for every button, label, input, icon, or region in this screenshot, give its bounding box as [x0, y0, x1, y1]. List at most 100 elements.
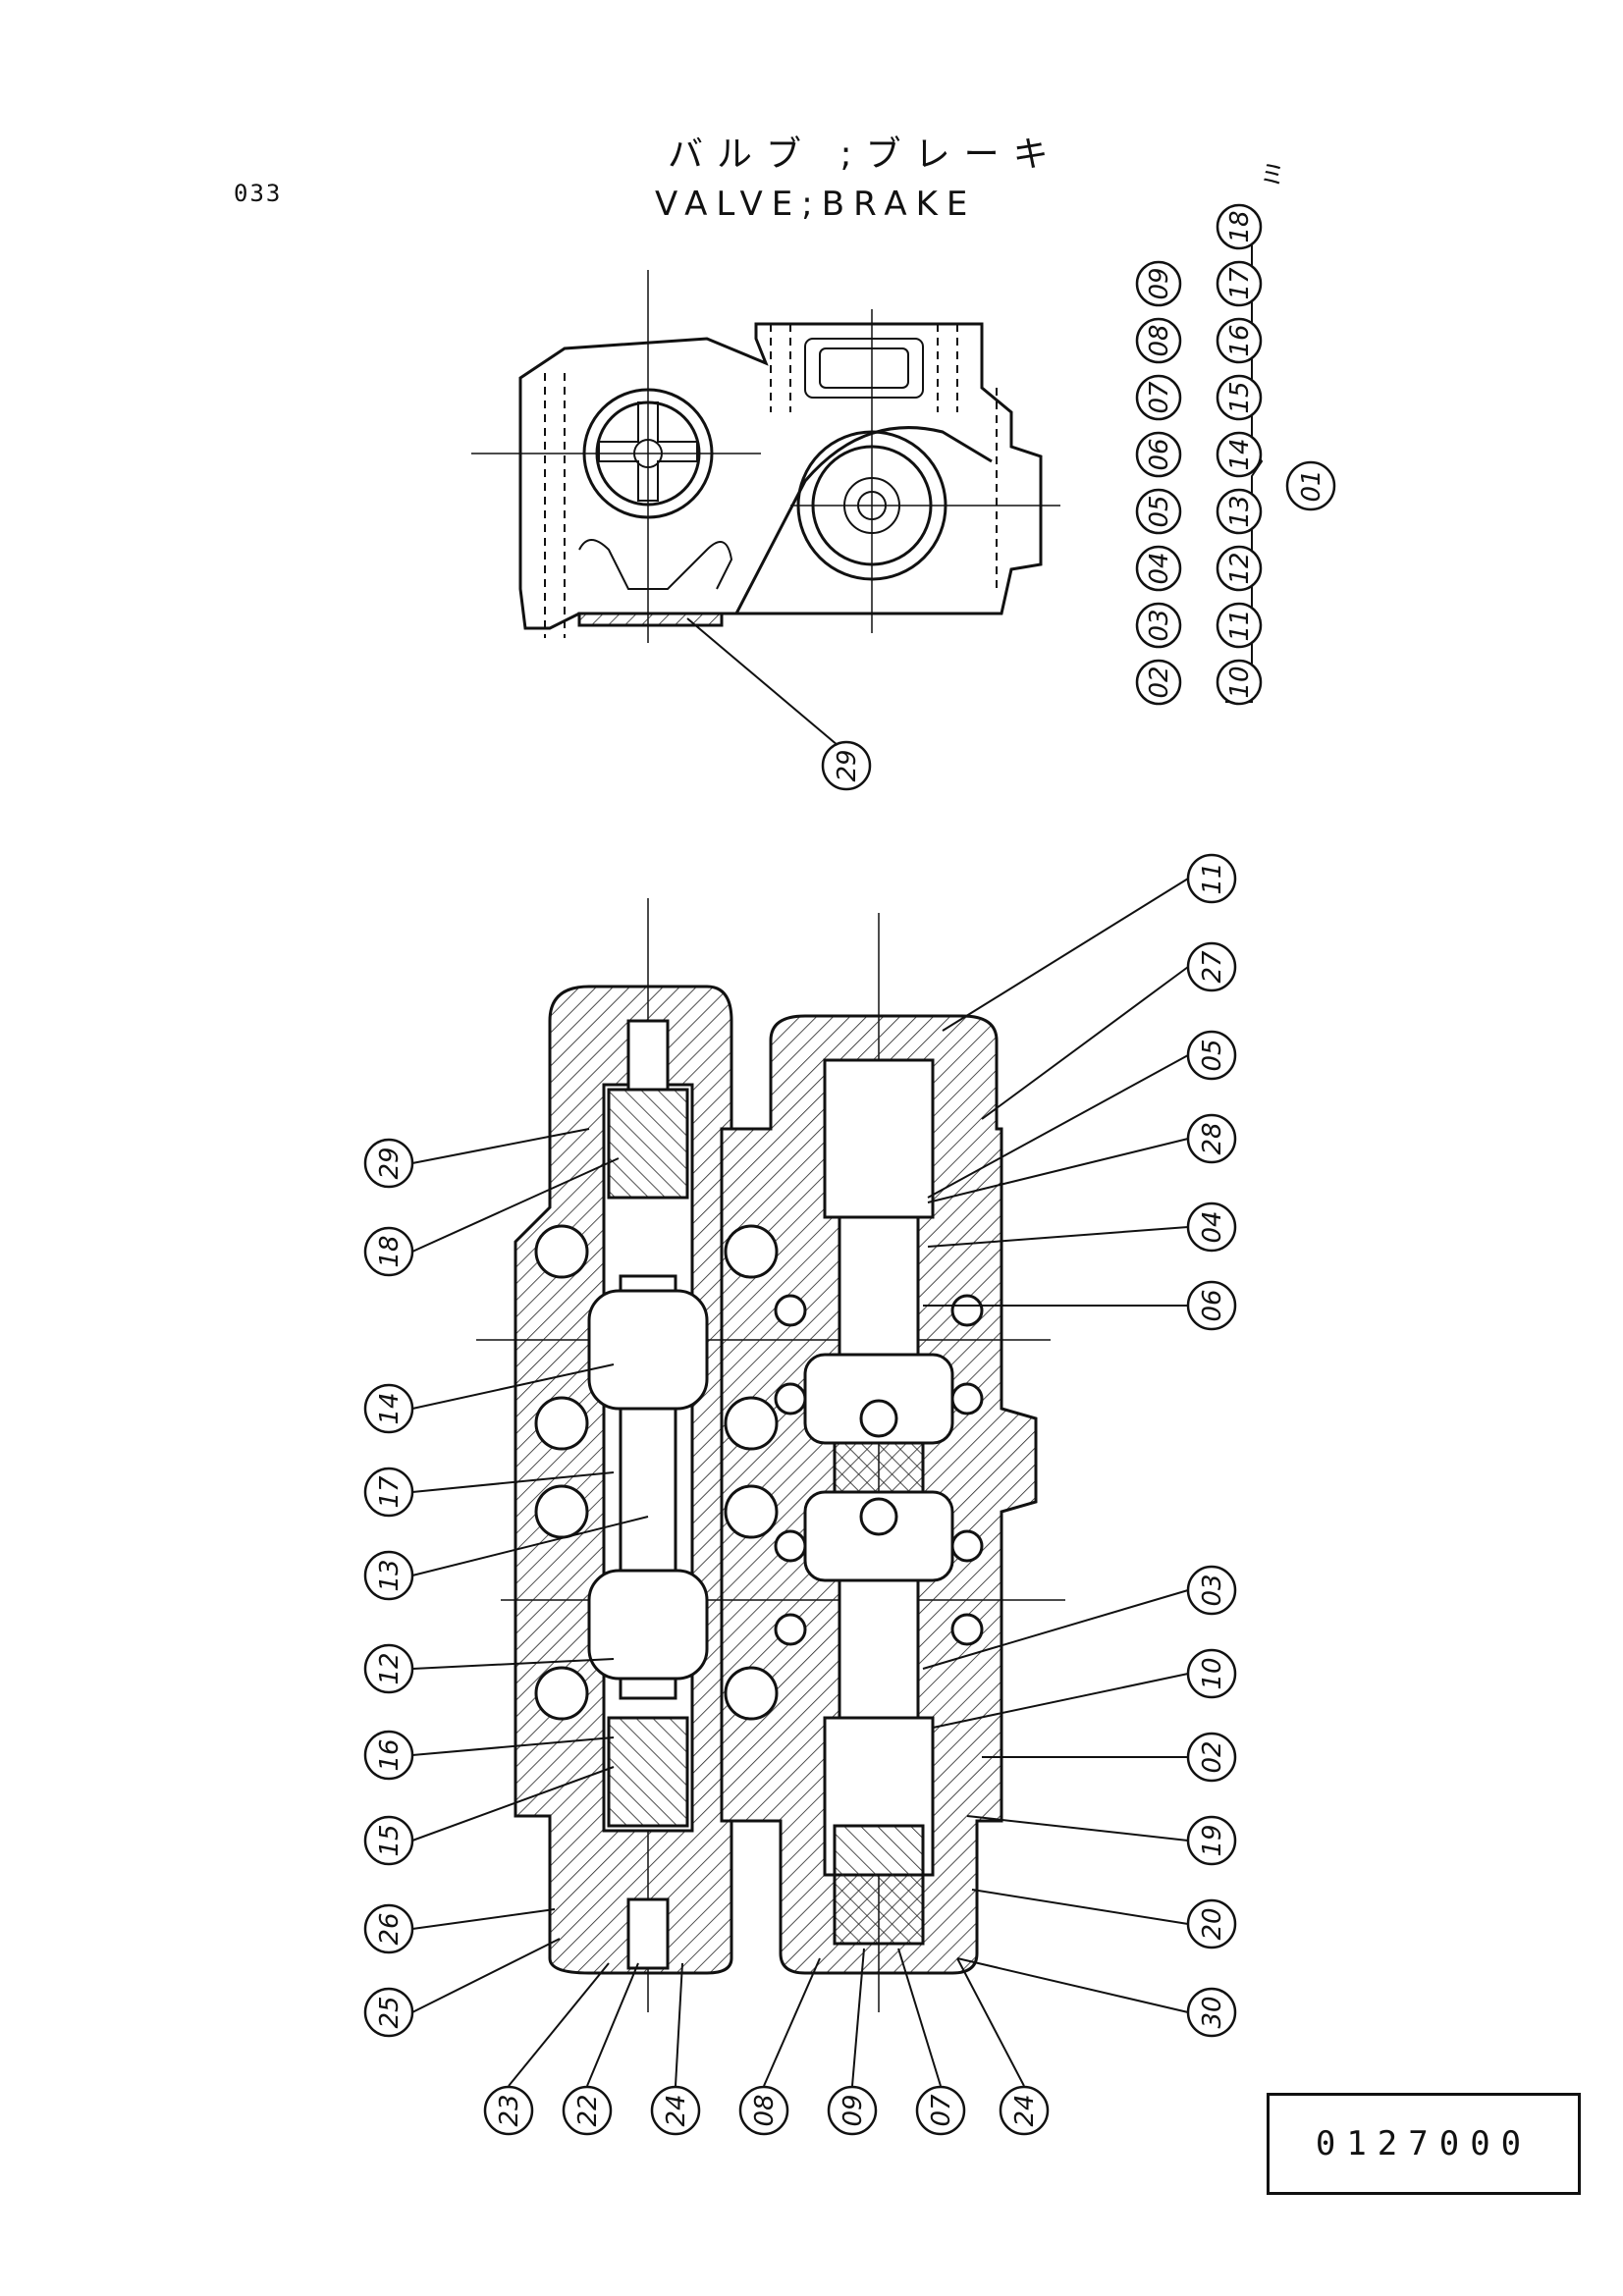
assembly-item-14: 14 — [1216, 431, 1263, 478]
svg-text:11: 11 — [1225, 609, 1255, 641]
svg-text:06: 06 — [1198, 1289, 1227, 1321]
top-view — [471, 270, 1060, 643]
callout-right-30: 30 — [1186, 1987, 1237, 2038]
svg-text:14: 14 — [1225, 438, 1255, 470]
svg-text:13: 13 — [1225, 495, 1255, 527]
svg-text:19: 19 — [1198, 1824, 1227, 1856]
svg-text:22: 22 — [573, 2094, 603, 2126]
callout-left-14: 14 — [363, 1383, 414, 1434]
callout-left-29: 29 — [363, 1138, 414, 1189]
svg-text:18: 18 — [1225, 210, 1255, 242]
svg-text:17: 17 — [375, 1475, 405, 1509]
svg-text:29: 29 — [375, 1147, 405, 1179]
corner-mark: ミ — [1260, 161, 1286, 190]
callout-left-25: 25 — [363, 1987, 414, 2038]
assembly-item-05: 05 — [1135, 488, 1182, 535]
callout-left-18: 18 — [363, 1226, 414, 1277]
svg-text:30: 30 — [1198, 1996, 1227, 2028]
svg-text:24: 24 — [1010, 2094, 1040, 2126]
svg-text:29: 29 — [833, 749, 862, 781]
assembly-item-18: 18 — [1216, 203, 1263, 250]
svg-text:14: 14 — [375, 1392, 405, 1424]
svg-text:25: 25 — [375, 1996, 405, 2028]
assembly-item-08: 08 — [1135, 317, 1182, 364]
callout-right-10: 10 — [1186, 1648, 1237, 1699]
assembly-item-11: 11 — [1216, 602, 1263, 649]
svg-text:15: 15 — [375, 1824, 405, 1856]
svg-text:03: 03 — [1145, 609, 1174, 641]
svg-text:13: 13 — [375, 1559, 405, 1591]
svg-text:12: 12 — [375, 1652, 405, 1684]
assembly-item-17: 17 — [1216, 260, 1263, 307]
svg-text:27: 27 — [1198, 950, 1227, 984]
svg-text:01: 01 — [1297, 469, 1326, 502]
callout-bottom-24-2: 24 — [650, 2085, 701, 2136]
svg-text:11: 11 — [1198, 862, 1227, 894]
svg-text:16: 16 — [375, 1738, 405, 1771]
svg-text:12: 12 — [1225, 552, 1255, 584]
assembly-group-label: 01 — [1285, 460, 1336, 511]
assembly-item-04: 04 — [1135, 545, 1182, 592]
callout-left-16: 16 — [363, 1730, 414, 1781]
callout-bottom-07-5: 07 — [915, 2085, 966, 2136]
svg-text:23: 23 — [495, 2094, 524, 2126]
svg-text:02: 02 — [1145, 666, 1174, 698]
assembly-item-02: 02 — [1135, 659, 1182, 706]
callout-left-13: 13 — [363, 1550, 414, 1601]
svg-text:24: 24 — [662, 2094, 691, 2126]
svg-text:09: 09 — [839, 2094, 868, 2126]
svg-text:20: 20 — [1198, 1907, 1227, 1940]
svg-text:15: 15 — [1225, 381, 1255, 413]
assembly-list: 02 03 04 05 06 07 08 09 10 11 12 13 14 15 16 17 18 01 — [1135, 203, 1336, 706]
callout-bubbles: 2929181417131216152625112705280406031002… — [363, 740, 1237, 2136]
assembly-item-07: 07 — [1135, 374, 1182, 421]
callout-left-15: 15 — [363, 1815, 414, 1866]
leader-lines — [411, 617, 1189, 2087]
svg-text:08: 08 — [1145, 324, 1174, 356]
title-japanese: バルブ ;ブレーキ — [668, 134, 1062, 175]
assembly-item-03: 03 — [1135, 602, 1182, 649]
svg-text:02: 02 — [1198, 1740, 1227, 1773]
svg-text:08: 08 — [750, 2094, 780, 2126]
assembly-item-15: 15 — [1216, 374, 1263, 421]
page-number: 033 — [234, 180, 283, 207]
callout-bottom-08-3: 08 — [738, 2085, 789, 2136]
callout-left-12: 12 — [363, 1643, 414, 1694]
svg-text:07: 07 — [1145, 381, 1174, 414]
svg-text:17: 17 — [1225, 267, 1255, 300]
svg-text:07: 07 — [927, 2094, 956, 2127]
callout-right-28: 28 — [1186, 1113, 1237, 1164]
callout-bottom-23-0: 23 — [483, 2085, 534, 2136]
callout-right-04: 04 — [1186, 1201, 1237, 1253]
svg-text:06: 06 — [1145, 438, 1174, 470]
svg-text:18: 18 — [375, 1235, 405, 1267]
callout-right-27: 27 — [1186, 941, 1237, 992]
callout-right-02: 02 — [1186, 1732, 1237, 1783]
title-english: VALVE;BRAKE — [655, 185, 977, 224]
svg-text:05: 05 — [1145, 495, 1174, 527]
part-number-box: 0127000 — [1267, 2093, 1581, 2195]
assembly-item-16: 16 — [1216, 317, 1263, 364]
svg-text:16: 16 — [1225, 324, 1255, 356]
assembly-item-12: 12 — [1216, 545, 1263, 592]
assembly-item-09: 09 — [1135, 260, 1182, 307]
svg-text:04: 04 — [1198, 1210, 1227, 1243]
callout-right-20: 20 — [1186, 1898, 1237, 1949]
callout-right-05: 05 — [1186, 1030, 1237, 1081]
callout-top-29: 29 — [821, 740, 872, 791]
callout-right-03: 03 — [1186, 1565, 1237, 1616]
svg-text:04: 04 — [1145, 552, 1174, 584]
callout-right-11: 11 — [1186, 853, 1237, 904]
callout-bottom-22-1: 22 — [562, 2085, 613, 2136]
svg-text:09: 09 — [1145, 267, 1174, 299]
callout-right-06: 06 — [1186, 1280, 1237, 1331]
assembly-item-10: 10 — [1216, 659, 1263, 706]
callout-left-17: 17 — [363, 1467, 414, 1518]
section-view — [476, 898, 1065, 2012]
svg-text:10: 10 — [1225, 666, 1255, 698]
svg-text:05: 05 — [1198, 1039, 1227, 1071]
assembly-item-06: 06 — [1135, 431, 1182, 478]
svg-text:03: 03 — [1198, 1574, 1227, 1606]
callout-bottom-09-4: 09 — [827, 2085, 878, 2136]
